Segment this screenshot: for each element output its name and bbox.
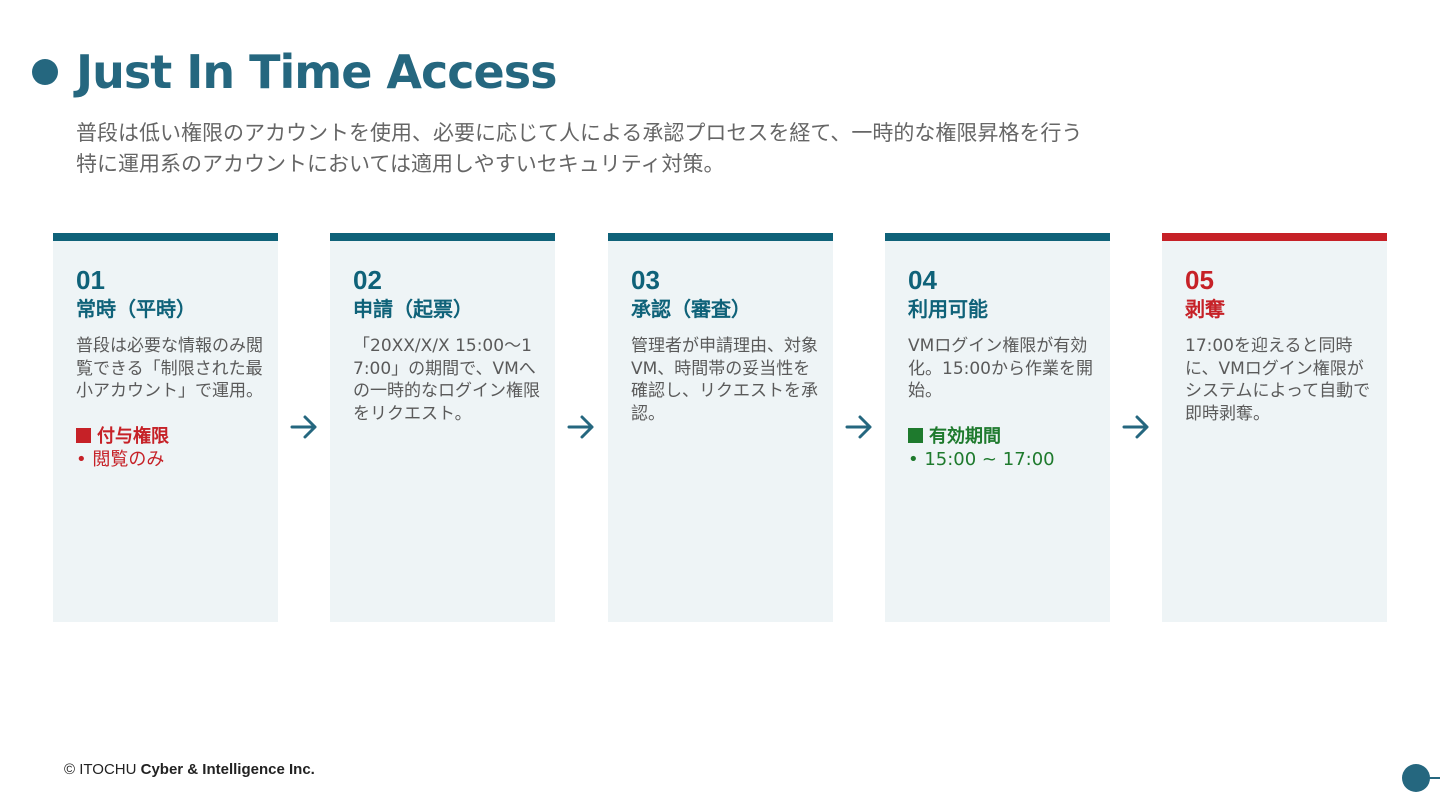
step-title: 常時（平時） (76, 297, 196, 321)
corner-line-decoration (1428, 777, 1440, 779)
step-number: 02 (353, 265, 382, 295)
arrow-right-icon (1122, 415, 1149, 439)
note-heading: 有効期間 (929, 425, 1001, 447)
granted-permission-note: 付与権限 • 閲覧のみ (76, 425, 266, 471)
company-name: Cyber & Intelligence Inc. (140, 761, 315, 778)
copyright-text: © ITOCHU (64, 761, 141, 778)
step-card-03: 03 承認（審査） 管理者が申請理由、対象VM、時間帯の妥当性を確認し、リクエス… (608, 233, 833, 622)
footer-copyright: © ITOCHU Cyber & Intelligence Inc. (64, 760, 315, 780)
subtitle-line: 特に運用系のアカウントにおいては適用しやすいセキュリティ対策。 (76, 152, 725, 176)
validity-period-note: 有効期間 • 15:00 ~ 17:00 (908, 425, 1098, 471)
title-bullet-icon (32, 59, 58, 85)
note-heading: 付与権限 (97, 425, 169, 447)
step-card-01: 01 常時（平時） 普段は必要な情報のみ閲覧できる「制限された最小アカウント」で… (53, 233, 278, 622)
step-title: 利用可能 (908, 297, 988, 321)
step-number: 01 (76, 265, 105, 295)
step-description: 普段は必要な情報のみ閲覧できる「制限された最小アカウント」で運用。 (76, 336, 263, 401)
step-number: 04 (908, 265, 937, 295)
step-title: 剥奪 (1185, 297, 1225, 321)
step-description: VMログイン権限が有効化。15:00から作業を開始。 (908, 336, 1093, 401)
square-bullet-icon (908, 427, 923, 443)
step-title: 承認（審査） (631, 297, 751, 321)
note-item: • 15:00 ~ 17:00 (908, 448, 1055, 470)
step-card-04: 04 利用可能 VMログイン権限が有効化。15:00から作業を開始。 有効期間 … (885, 233, 1110, 622)
step-title: 申請（起票） (353, 297, 473, 321)
arrow-right-icon (567, 415, 594, 439)
subtitle-line: 普段は低い権限のアカウントを使用、必要に応じて人による承認プロセスを経て、一時的… (76, 121, 1083, 145)
note-item: • 閲覧のみ (76, 448, 165, 470)
step-number: 05 (1185, 265, 1214, 295)
corner-circle-icon (1402, 764, 1430, 792)
step-description: 管理者が申請理由、対象VM、時間帯の妥当性を確認し、リクエストを承認。 (631, 336, 818, 424)
square-bullet-icon (76, 427, 91, 443)
arrow-right-icon (845, 415, 872, 439)
step-card-02: 02 申請（起票） 「20XX/X/X 15:00〜17:00」の期間で、VMへ… (330, 233, 555, 622)
step-number: 03 (631, 265, 660, 295)
step-card-05: 05 剥奪 17:00を迎えると同時に、VMログイン権限がシステムによって自動で… (1162, 233, 1387, 622)
page-title: Just In Time Access (76, 45, 558, 99)
arrow-right-icon (290, 415, 317, 439)
step-description: 17:00を迎えると同時に、VMログイン権限がシステムによって自動で即時剥奪。 (1185, 336, 1371, 424)
page-subtitle: 普段は低い権限のアカウントを使用、必要に応じて人による承認プロセスを経て、一時的… (76, 118, 1176, 180)
step-description: 「20XX/X/X 15:00〜17:00」の期間で、VMへの一時的なログイン権… (353, 336, 540, 424)
